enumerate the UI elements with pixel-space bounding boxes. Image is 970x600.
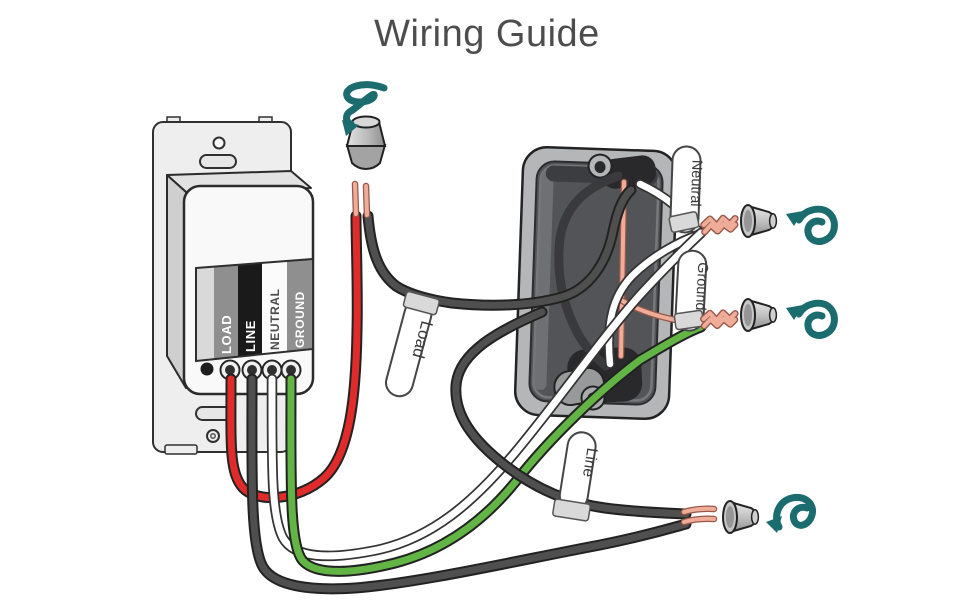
switch-terminals: [200, 359, 302, 381]
line-wire-tag: Line: [552, 431, 600, 522]
twist-arrow-icon: [342, 81, 388, 136]
line-label-cell: [238, 262, 262, 357]
switch-neutral-white-wire: [266, 227, 707, 562]
terminal-label-line: LINE: [243, 320, 258, 352]
wire-nut-ground: [740, 298, 778, 332]
terminal-label-neutral: NEUTRAL: [268, 288, 282, 350]
wire-nut-top: [345, 115, 387, 170]
terminal-label-load: LOAD: [219, 315, 234, 354]
terminal-label-panel: LOAD LINE NEUTRAL GROUND: [195, 257, 314, 363]
ground-tag-label: Ground: [692, 262, 711, 311]
twisted-copper-ends: [700, 214, 739, 236]
neutral-tag-label: Neutral: [687, 160, 705, 207]
wire-sleeve: [668, 211, 700, 233]
neutral-label-cell: [262, 261, 287, 355]
twist-arrow-icon: [786, 205, 838, 245]
mounting-screw-hole-bottom: [206, 429, 220, 443]
switch-line-black-wire: [246, 373, 692, 595]
mounting-slot-top: [199, 154, 237, 169]
bare-copper-ends: [351, 180, 371, 219]
wire-nut-line: [722, 500, 760, 534]
terminal-load: [219, 359, 241, 381]
neutral-junction: [668, 204, 838, 245]
wire-nut-neutral: [740, 204, 778, 238]
twist-arrow-icon: [786, 299, 838, 339]
terminal-dot: [200, 362, 214, 376]
terminal-label-ground: GROUND: [293, 291, 307, 348]
box-interior-black-wire: [554, 171, 623, 371]
box-load-black-wire: [362, 184, 637, 311]
green-ground-wire: [285, 321, 707, 577]
bare-copper-ends: [680, 505, 718, 526]
box-line-black-wire: [450, 306, 692, 520]
page-title: Wiring Guide: [374, 13, 600, 55]
load-junction: [342, 81, 388, 219]
twisted-copper-ends: [700, 309, 739, 330]
wire-sleeve: [673, 309, 705, 331]
line-tag-label: Line: [579, 447, 600, 479]
line-junction: [680, 493, 817, 534]
mounting-screw-hole-top: [212, 136, 226, 150]
twist-arrow-icon: [766, 493, 817, 533]
red-load-wire: [225, 210, 363, 504]
ground-junction: [673, 298, 838, 339]
neutral-wire-tag: Neutral: [669, 145, 705, 234]
load-wire-tag: Load: [385, 290, 440, 398]
load-label-cell: [214, 264, 238, 360]
box-screw-boss-top: [587, 153, 613, 179]
smart-switch: LOAD LINE NEUTRAL GROUND: [152, 116, 315, 455]
ground-label-cell: [287, 259, 313, 352]
